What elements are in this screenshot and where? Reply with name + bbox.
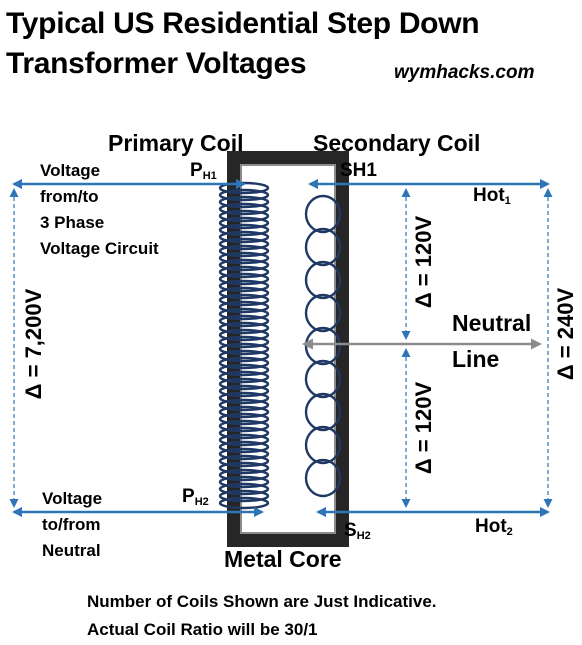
primary-coil-turn (218, 433, 270, 447)
primary-coil-turn (218, 384, 270, 398)
primary-coil-turn (218, 307, 270, 321)
primary-voltage-label: Δ = 7,200V (21, 288, 46, 400)
lower-voltage-label: Δ = 120V (411, 381, 436, 475)
secondary-coil-turn (304, 293, 342, 333)
secondary-coil-turn (304, 227, 342, 267)
primary-coil-turn (218, 391, 270, 405)
primary-coil-turn (218, 251, 270, 265)
primary-coil-turn (218, 468, 270, 482)
primary-coil-turn (218, 363, 270, 377)
primary-coil-turn (218, 321, 270, 335)
primary-coil-turn (218, 370, 270, 384)
primary-coil-turn (218, 293, 270, 307)
primary-bottom-description: Voltage to/from Neutral (42, 489, 103, 560)
primary-coil-turn (218, 230, 270, 244)
primary-coil-turn (218, 265, 270, 279)
secondary-coil-turn (304, 359, 342, 399)
primary-coil-turn (218, 195, 270, 209)
primary-coil-label: Primary Coil (108, 130, 244, 156)
primary-coil-turn (218, 349, 270, 363)
primary-coil-turn (218, 405, 270, 419)
line-label: Line (452, 346, 500, 372)
primary-coil-turn (218, 237, 270, 251)
total-voltage-label: Δ = 240V (553, 287, 578, 381)
primary-coil-turn (218, 447, 270, 461)
title-line-1: Typical US Residential Step Down (6, 7, 480, 40)
secondary-coil-label: Secondary Coil (313, 130, 481, 156)
secondary-coil-turn (304, 425, 342, 465)
secondary-terminal-sh2: SH2 (344, 520, 371, 542)
primary-coil-turn (218, 209, 270, 223)
hot1-label: Hot1 (473, 185, 511, 207)
metal-core-label: Metal Core (224, 546, 342, 572)
primary-coil-turn (218, 489, 270, 503)
primary-coil-turn (218, 419, 270, 433)
primary-coil-turn (218, 223, 270, 237)
primary-coil-turn (218, 440, 270, 454)
primary-coil-turn (218, 328, 270, 342)
secondary-coil-turn (304, 458, 342, 498)
primary-coil-turn (218, 272, 270, 286)
primary-coil-turn (218, 461, 270, 475)
primary-coil-turn (218, 279, 270, 293)
secondary-coil-turn (304, 260, 342, 300)
secondary-terminal-sh1: SH1 (340, 160, 377, 181)
primary-coil-turn (218, 342, 270, 356)
website-label: wymhacks.com (394, 62, 535, 83)
upper-voltage-label: Δ = 120V (411, 215, 436, 309)
primary-terminal-h2: PH2 (182, 486, 209, 508)
diagram-title: Typical US Residential Step Down Transfo… (6, 4, 480, 84)
neutral-label: Neutral (452, 310, 532, 336)
primary-terminal-h1: PH1 (190, 160, 217, 182)
primary-coil-turn (218, 244, 270, 258)
primary-coil-turn (218, 454, 270, 468)
secondary-coil-turn (304, 392, 342, 432)
primary-coil-turn (218, 300, 270, 314)
title-line-2: Transformer Voltages (6, 47, 307, 80)
primary-coil-turn (218, 475, 270, 489)
metal-core (227, 151, 349, 547)
primary-coil-turn (218, 202, 270, 216)
primary-coil-turn (218, 356, 270, 370)
hot2-label: Hot2 (475, 516, 513, 538)
primary-coil-turn (218, 188, 270, 202)
primary-coil-turn (218, 258, 270, 272)
primary-coil-turn (218, 482, 270, 496)
primary-top-description: Voltage from/to 3 Phase Voltage Circuit (40, 161, 159, 258)
note-line-2: Actual Coil Ratio will be 30/1 (87, 620, 318, 639)
primary-coil-turn (218, 426, 270, 440)
primary-coil-turn (218, 377, 270, 391)
primary-coil-turn (218, 286, 270, 300)
secondary-coil-turn (304, 194, 342, 234)
note-line-1: Number of Coils Shown are Just Indicativ… (87, 592, 437, 611)
primary-coil-turn (218, 335, 270, 349)
primary-coil-turn (218, 412, 270, 426)
primary-coil-turn (218, 314, 270, 328)
primary-coil-turn (218, 216, 270, 230)
primary-coil-turn (218, 398, 270, 412)
